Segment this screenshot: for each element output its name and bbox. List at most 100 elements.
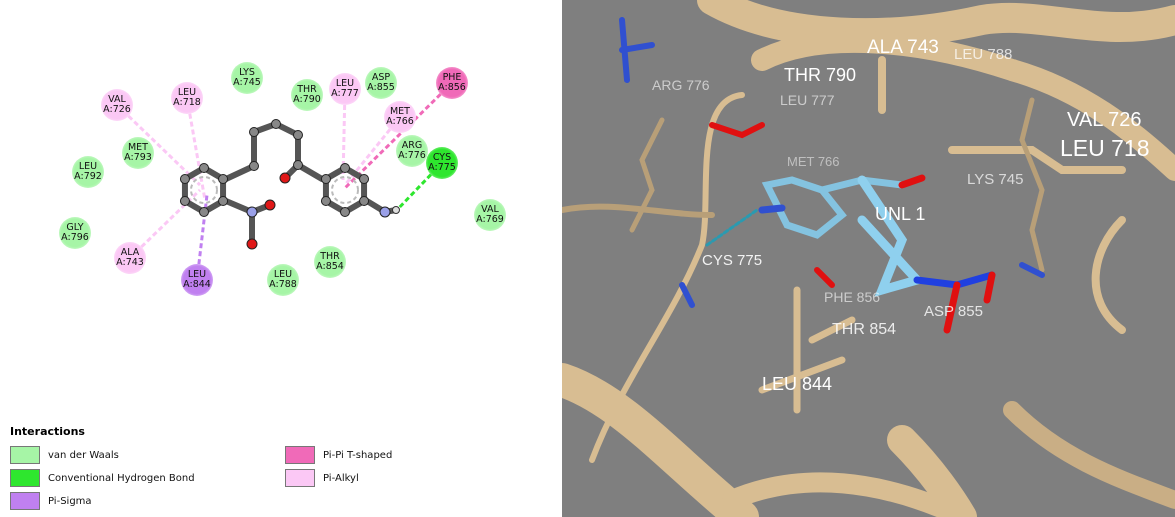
legend-title: Interactions	[10, 425, 85, 438]
interaction-line	[343, 81, 454, 190]
hydrogen-atom	[392, 206, 400, 214]
residue-id: A:769	[476, 214, 504, 225]
residue-name: MET	[127, 142, 148, 153]
residue-id: A:856	[438, 82, 466, 93]
interaction-line	[115, 103, 202, 187]
residue-id: A:796	[61, 232, 89, 243]
oxygen-atom	[264, 199, 276, 211]
residue-id: A:726	[103, 104, 131, 115]
bond	[223, 163, 257, 182]
legend-swatch	[10, 469, 40, 487]
legend-item-pi_sigma: Pi-Sigma	[10, 492, 92, 510]
residue-name: LYS	[239, 67, 255, 78]
residue-id: A:788	[269, 279, 297, 290]
residue-name: ASP	[371, 72, 391, 83]
residue-name: LEU	[187, 269, 207, 280]
residue-name: LEU	[177, 87, 197, 98]
residue-id: A:776	[398, 150, 426, 161]
legend-label: Pi-Alkyl	[323, 472, 359, 484]
residue-name: LEU	[78, 161, 98, 172]
residue-label-3d: UNL 1	[875, 204, 926, 224]
residue-label-3d: LEU 788	[954, 46, 1013, 63]
carbon-atom	[249, 161, 259, 171]
ring-right-aromatic	[331, 176, 359, 204]
legend-swatch	[285, 446, 315, 464]
residue-label-3d: ASP 855	[924, 303, 983, 320]
residue-id: A:854	[316, 261, 344, 272]
legend-swatch	[10, 492, 40, 510]
residue-name: ALA	[120, 247, 140, 258]
residue-id: A:718	[173, 97, 201, 108]
carbon-atom	[199, 163, 209, 173]
residue-name: LEU	[273, 269, 293, 280]
carbon-atom	[179, 174, 190, 184]
interaction-line	[185, 97, 207, 201]
carbon-atom	[340, 163, 350, 173]
residue-id: A:777	[331, 88, 359, 99]
residue-name: PHE	[442, 72, 462, 83]
carbon-atom	[359, 196, 370, 206]
carbon-atom	[320, 174, 331, 184]
residue-label-3d: MET 766	[787, 154, 840, 169]
legend-label: Pi-Sigma	[48, 495, 92, 507]
interaction-line	[195, 194, 209, 281]
legend-label: Conventional Hydrogen Bond	[48, 472, 195, 484]
carbon-atom	[218, 196, 229, 206]
residue-id: A:775	[428, 162, 456, 173]
residue-id: A:743	[116, 257, 144, 268]
residue-name: ARG	[401, 140, 423, 151]
carbon-atom	[271, 119, 281, 129]
residue-id: A:793	[124, 152, 152, 163]
legend-label: van der Waals	[48, 449, 119, 461]
legend-swatch	[285, 469, 315, 487]
legend-item-hbond: Conventional Hydrogen Bond	[10, 469, 195, 487]
residue-name: CYS	[432, 152, 452, 163]
carbon-atom	[199, 207, 209, 217]
oxygen-atom	[246, 238, 258, 250]
residue-label-3d: PHE 856	[824, 289, 881, 305]
residue-name: GLY	[66, 222, 84, 233]
carbon-atom	[179, 196, 190, 206]
residue-name: THR	[320, 251, 340, 262]
legend-item-pi_pi_t: Pi-Pi T-shaped	[285, 446, 392, 464]
residue-id: A:855	[367, 82, 395, 93]
residue-name: MET	[389, 106, 410, 117]
residue-label-3d: LYS 745	[967, 171, 1024, 188]
nitrogen-atom	[246, 206, 258, 218]
carbon-atom	[359, 174, 370, 184]
residue-label-3d: THR 790	[784, 65, 857, 85]
residue-label-3d: LEU 844	[762, 374, 833, 394]
residue-name: VAL	[108, 94, 126, 105]
legend-swatch	[10, 446, 40, 464]
legend-item-vdw: van der Waals	[10, 446, 119, 464]
residue-name: VAL	[481, 204, 499, 215]
carbon-atom	[218, 174, 229, 184]
protein-render	[562, 0, 1175, 517]
carbon-atom	[293, 130, 303, 140]
residue-label-3d: ARG 776	[652, 77, 710, 93]
oxygen-atom	[279, 172, 291, 184]
residue-label-3d: LEU 777	[780, 92, 835, 108]
carbon-atom	[249, 127, 259, 137]
residue-name: LEU	[335, 78, 355, 89]
residue-id: A:792	[74, 171, 102, 182]
residue-label-3d: LEU 718	[1060, 135, 1150, 161]
carbon-atom	[293, 160, 303, 170]
